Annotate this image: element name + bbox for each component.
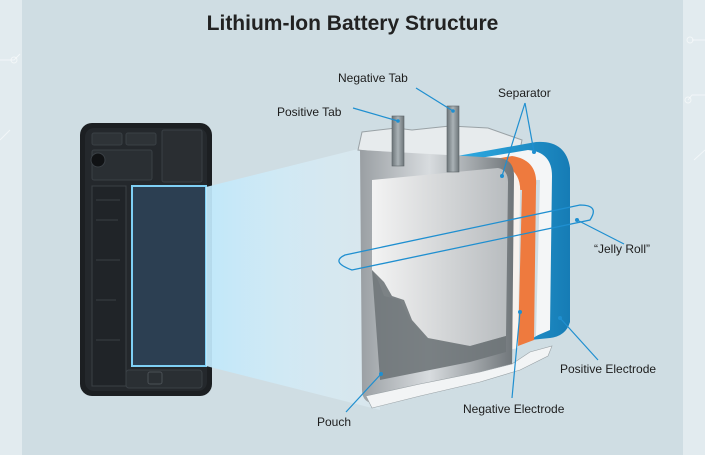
jelly-roll-loop xyxy=(338,204,594,271)
separator-label: Separator xyxy=(498,86,551,100)
positive-electrode-label: Positive Electrode xyxy=(560,362,657,376)
phone xyxy=(80,123,212,396)
positive-electrode-layer xyxy=(378,141,570,340)
circuit-decoration xyxy=(0,36,705,161)
separator-layer xyxy=(372,150,552,336)
battery-cell xyxy=(338,105,594,409)
positive-tab xyxy=(391,115,405,167)
negative-tab xyxy=(446,105,460,173)
negative-tab-label: Negative Tab xyxy=(338,71,408,85)
highlight-beam xyxy=(206,146,380,410)
jelly-roll-label: “Jelly Roll” xyxy=(594,242,651,256)
camera-icon xyxy=(90,152,106,168)
pointer-lines xyxy=(345,87,625,413)
positive-tab-label: Positive Tab xyxy=(277,105,342,119)
page-title: Lithium-Ion Battery Structure xyxy=(206,12,499,35)
negative-electrode-label: Negative Electrode xyxy=(463,402,565,416)
negative-electrode-layer xyxy=(368,156,537,346)
phone-components xyxy=(91,129,203,389)
phone-battery xyxy=(131,185,207,367)
pouch-label: Pouch xyxy=(317,415,352,429)
